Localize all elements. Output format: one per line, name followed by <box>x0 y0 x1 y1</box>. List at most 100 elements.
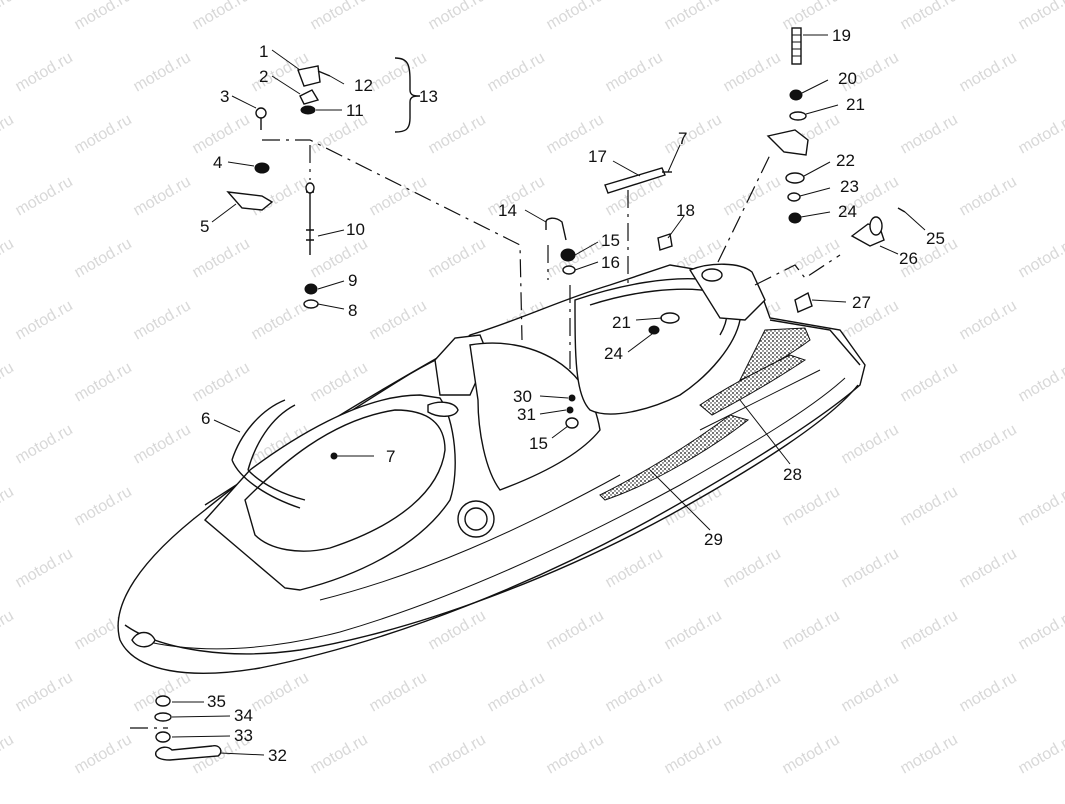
part-1-cap <box>298 66 320 86</box>
callout-2: 2 <box>259 67 268 86</box>
watermark-text: motod.ru <box>721 669 784 715</box>
callout-21-seat: 21 <box>612 313 631 332</box>
callout-7-tray: 7 <box>386 447 395 466</box>
watermark-text: motod.ru <box>544 731 607 777</box>
part-9-nut <box>305 284 317 294</box>
watermark-text: motod.ru <box>72 731 135 777</box>
watermark-text: motod.ru <box>0 483 17 529</box>
watermark-text: motod.ru <box>780 731 843 777</box>
callout-21-upper: 21 <box>846 95 865 114</box>
callout-25: 25 <box>926 229 945 248</box>
watermark-text: motod.ru <box>662 607 725 653</box>
part-3-screw <box>256 108 266 118</box>
watermark-text: motod.ru <box>544 0 607 33</box>
callout-5: 5 <box>200 217 209 236</box>
part-16-washer <box>563 266 575 274</box>
hood-vent <box>428 402 458 416</box>
part-25-screw <box>898 208 905 212</box>
part-11-nut <box>301 106 315 114</box>
callout-22: 22 <box>836 151 855 170</box>
callout-26: 26 <box>899 249 918 268</box>
callout-33: 33 <box>234 726 253 745</box>
watermark-text: motod.ru <box>603 669 666 715</box>
watermark-text: motod.ru <box>131 669 194 715</box>
part-34-washer <box>155 713 171 721</box>
watermark-text: motod.ru <box>957 173 1020 219</box>
watermark-text: motod.ru <box>190 359 253 405</box>
watermark-text: motod.ru <box>0 359 17 405</box>
watermark-text: motod.ru <box>603 49 666 95</box>
callout-6: 6 <box>201 409 210 428</box>
callout-14: 14 <box>498 201 517 220</box>
watermark-text: motod.ru <box>957 297 1020 343</box>
watermark-text: motod.ru <box>131 173 194 219</box>
watermark-text: motod.ru <box>249 297 312 343</box>
part-24-nut <box>789 213 801 223</box>
watermark-text: motod.ru <box>131 297 194 343</box>
watermark-text: motod.ru <box>1016 731 1065 777</box>
watermark-text: motod.ru <box>721 545 784 591</box>
watermark-text: motod.ru <box>0 607 17 653</box>
part-24-seat-nut <box>649 326 659 334</box>
watermark-text: motod.ru <box>898 607 961 653</box>
watermark-text: motod.ru <box>308 731 371 777</box>
watermark-text: motod.ru <box>721 49 784 95</box>
part-19-stud <box>792 28 801 64</box>
part-30-screw <box>569 395 575 401</box>
watermark-text: motod.ru <box>662 731 725 777</box>
callout-31: 31 <box>517 405 536 424</box>
callout-24-seat: 24 <box>604 344 623 363</box>
watermark-text: motod.ru <box>721 173 784 219</box>
callout-15-lower: 15 <box>529 434 548 453</box>
watermark-text: motod.ru <box>308 359 371 405</box>
part-10-throttle-cable <box>306 185 314 255</box>
watermark-text: motod.ru <box>662 0 725 33</box>
watermark-text: motod.ru <box>1016 607 1065 653</box>
callout-7-upper: 7 <box>678 129 687 148</box>
watermark-text: motod.ru <box>190 111 253 157</box>
callout-27: 27 <box>852 293 871 312</box>
callout-11: 11 <box>346 101 364 120</box>
watermark-text: motod.ru <box>13 173 76 219</box>
watermark-text: motod.ru <box>0 731 17 777</box>
watermark-text: motod.ru <box>957 669 1020 715</box>
watermark-text: motod.ru <box>898 111 961 157</box>
callout-18: 18 <box>676 201 695 220</box>
watermark-text: motod.ru <box>898 359 961 405</box>
callout-4: 4 <box>213 153 222 172</box>
callout-17: 17 <box>588 147 607 166</box>
part-18-decal <box>658 234 672 250</box>
callout-29: 29 <box>704 530 723 549</box>
watermark-text: motod.ru <box>1016 111 1065 157</box>
watermark-text: motod.ru <box>308 235 371 281</box>
watermark-text: motod.ru <box>190 235 253 281</box>
watermark-text: motod.ru <box>485 669 548 715</box>
watermark-text: motod.ru <box>367 297 430 343</box>
callout-34: 34 <box>234 706 253 725</box>
watermark-text: motod.ru <box>72 483 135 529</box>
watermark-text: motod.ru <box>839 669 902 715</box>
watermark-text: motod.ru <box>1016 359 1065 405</box>
callout-16: 16 <box>601 253 620 272</box>
watermark-text: motod.ru <box>898 483 961 529</box>
watermark-text: motod.ru <box>603 545 666 591</box>
watermark-text: motod.ru <box>72 235 135 281</box>
part-35-nut <box>156 696 170 706</box>
part-15-nut <box>561 249 575 261</box>
part-20-nut <box>790 90 802 100</box>
watermark-text: motod.ru <box>780 607 843 653</box>
watermark-text: motod.ru <box>13 669 76 715</box>
watermark-text: motod.ru <box>367 173 430 219</box>
watermark-text: motod.ru <box>957 421 1020 467</box>
callout-35: 35 <box>207 692 226 711</box>
part-23-lockwasher <box>788 193 800 201</box>
callout-15-upper: 15 <box>601 231 620 250</box>
watermark-text: motod.ru <box>544 607 607 653</box>
part-8-washer <box>304 300 318 308</box>
watermark-text: motod.ru <box>839 545 902 591</box>
callout-24-upper: 24 <box>838 202 857 221</box>
callout-1: 1 <box>259 42 268 61</box>
part-14-u-bolt <box>546 218 566 240</box>
